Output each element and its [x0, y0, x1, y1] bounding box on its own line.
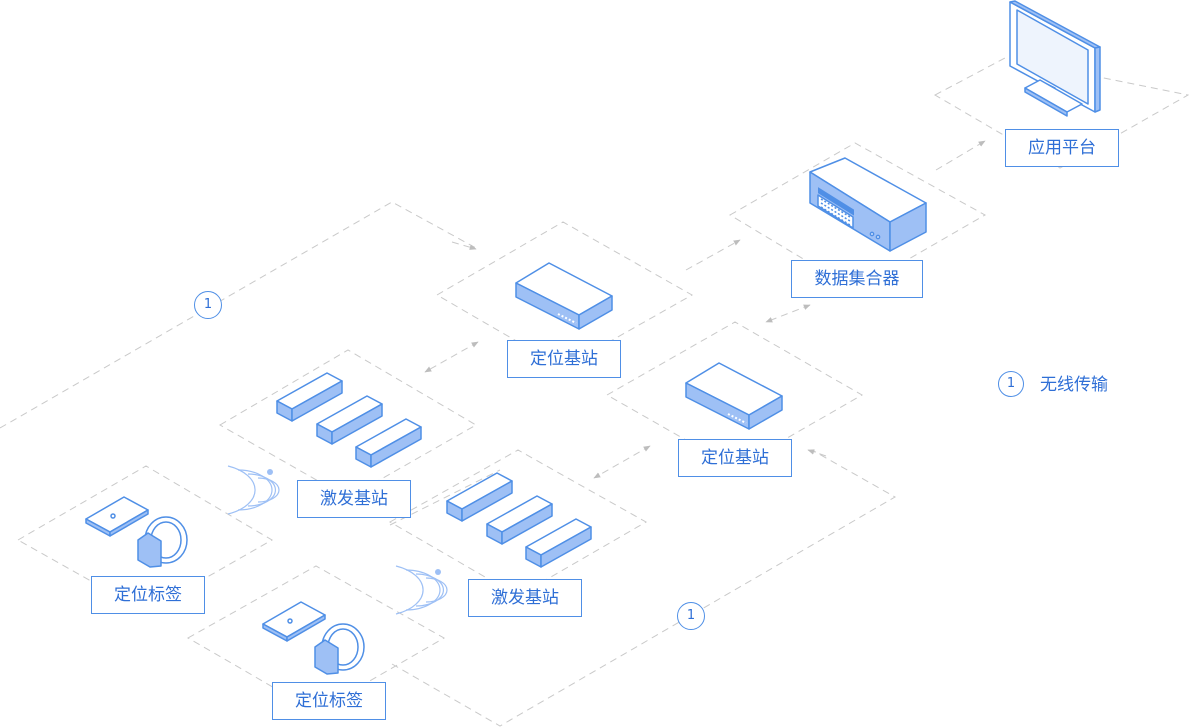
- label-platform: 应用平台: [1005, 129, 1119, 167]
- label-tag-1: 定位标签: [91, 576, 205, 614]
- collector-icon: [809, 157, 927, 252]
- arrow-trigger1-base1: [424, 341, 479, 373]
- base-station-icon-1: [515, 262, 613, 330]
- trigger-module-icon: [355, 418, 422, 468]
- legend-marker: 1: [998, 371, 1024, 397]
- label-collector: 数据集合器: [791, 260, 923, 298]
- tag-card-icon-1: [85, 496, 149, 537]
- zone-tag-2: [186, 565, 446, 713]
- arrow-base1-collector: [685, 239, 741, 271]
- zone-trigger-1: [219, 349, 477, 499]
- tag-card-icon-2: [262, 601, 326, 642]
- zones: [0, 57, 1189, 727]
- arrow-to-base-station-1: [451, 241, 477, 250]
- trigger-module-icon: [486, 495, 553, 545]
- wireless-marker-2: 1: [677, 602, 705, 630]
- label-trigger-2: 激发基站: [468, 579, 582, 617]
- wristband-icon-2: [314, 623, 365, 675]
- arrow-collector-platform: [935, 140, 986, 171]
- label-trigger-1: 激发基站: [297, 480, 411, 518]
- monitor-icon: [1009, 0, 1101, 117]
- zone-base-station-1: [436, 221, 694, 369]
- trigger-module-icon: [446, 472, 513, 522]
- legend: 1 无线传输: [998, 370, 1128, 400]
- zone-trigger-2: [388, 449, 648, 597]
- wristband-icon-1: [137, 516, 188, 568]
- zone-base-station-2: [605, 321, 864, 469]
- signal-waves-icon-1: [227, 465, 280, 515]
- trigger-station-icons-2: [446, 472, 592, 568]
- arrow-to-base-station-2: [807, 449, 827, 457]
- trigger-station-icons-1: [276, 372, 422, 468]
- trigger-module-icon: [276, 372, 343, 422]
- trigger-module-icon: [316, 395, 383, 445]
- label-base-station-1: 定位基站: [507, 340, 621, 378]
- zone-wireless-large-2: [389, 469, 501, 526]
- trigger-module-icon: [525, 518, 592, 568]
- label-tag-2: 定位标签: [272, 682, 386, 720]
- zone-collector: [729, 142, 987, 291]
- signal-waves-icon-2: [395, 565, 448, 615]
- arrow-collector-base2: [765, 304, 811, 323]
- wireless-marker-1: 1: [194, 291, 222, 319]
- arrow-trigger2-base2: [593, 445, 651, 479]
- label-base-station-2: 定位基站: [678, 439, 792, 477]
- base-station-icon-2: [685, 362, 783, 430]
- zone-tag-1: [16, 465, 273, 613]
- zone-wireless-large-1: [0, 201, 477, 429]
- legend-text: 无线传输: [1040, 375, 1108, 395]
- connections: [424, 140, 986, 479]
